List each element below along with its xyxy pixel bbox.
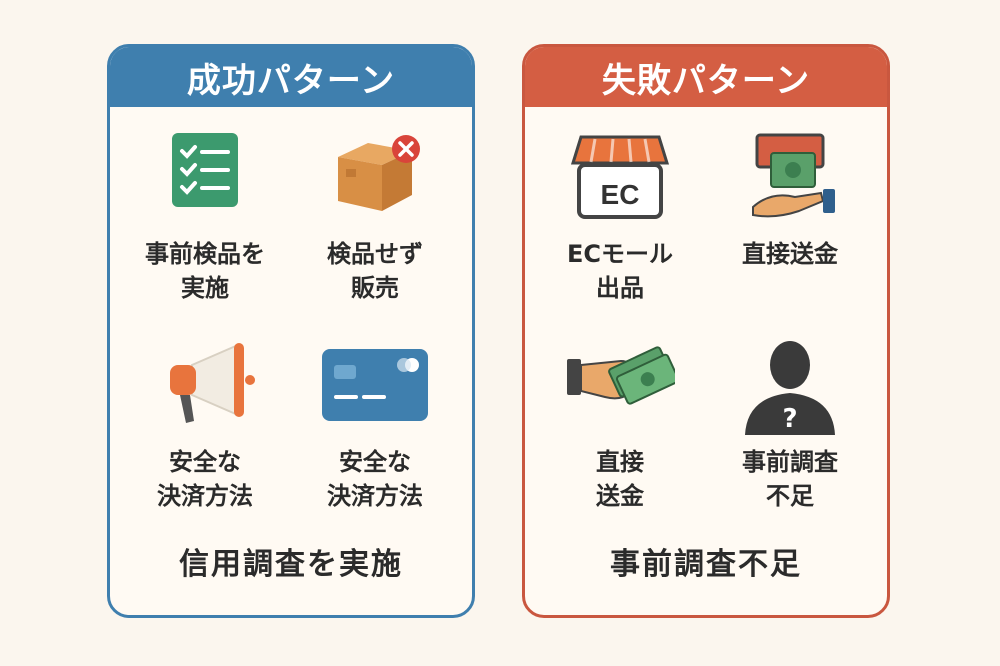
svg-text:?: ? — [782, 404, 797, 434]
hand-money-icon — [752, 133, 835, 218]
success-footer: 信用調査を実施 — [179, 547, 403, 582]
checklist-icon — [172, 133, 238, 207]
failure-item-label: ECモール 出品 — [566, 240, 673, 302]
success-item-label: 検品せず 販売 — [327, 240, 423, 302]
megaphone-icon — [170, 343, 255, 423]
success-item-label: 安全な 決済方法 — [157, 448, 253, 510]
box-with-x-icon — [338, 135, 420, 211]
cash-handoff-icon — [567, 346, 675, 405]
failure-item-label: 直接 送金 — [596, 448, 644, 510]
success-item-label: 事前検品を 実施 — [145, 240, 265, 302]
failure-panel-title: 失敗パターン — [525, 47, 887, 107]
success-item-payment-1: 安全な 決済方法 — [120, 337, 290, 513]
failure-item-cash-handoff: 直接 送金 — [535, 337, 705, 513]
failure-item-label: 直接送金 — [742, 240, 838, 268]
success-panel: 成功パターン 事前検品を 実施 検品せ — [107, 44, 475, 618]
success-item-no-inspection: 検品せず 販売 — [290, 129, 460, 305]
failure-footer: 事前調査不足 — [610, 547, 802, 582]
success-item-label: 安全な 決済方法 — [327, 448, 423, 510]
failure-item-label: 事前調査 不足 — [742, 448, 838, 510]
ec-store-text: EC — [601, 179, 640, 210]
success-item-payment-2: 安全な 決済方法 — [290, 337, 460, 513]
success-item-inspection: 事前検品を 実施 — [120, 129, 290, 305]
unknown-person-icon: ? — [745, 341, 835, 435]
credit-card-icon — [322, 349, 428, 421]
failure-item-insufficient-research: ? 事前調査 不足 — [705, 337, 875, 513]
failure-panel: 失敗パターン EC ECモール 出品 直接送金 — [522, 44, 890, 618]
failure-item-direct-transfer: 直接送金 — [705, 129, 875, 271]
failure-item-ec-mall: EC ECモール 出品 — [535, 129, 705, 305]
ec-store-icon: EC — [570, 135, 670, 219]
success-panel-title: 成功パターン — [110, 47, 472, 107]
